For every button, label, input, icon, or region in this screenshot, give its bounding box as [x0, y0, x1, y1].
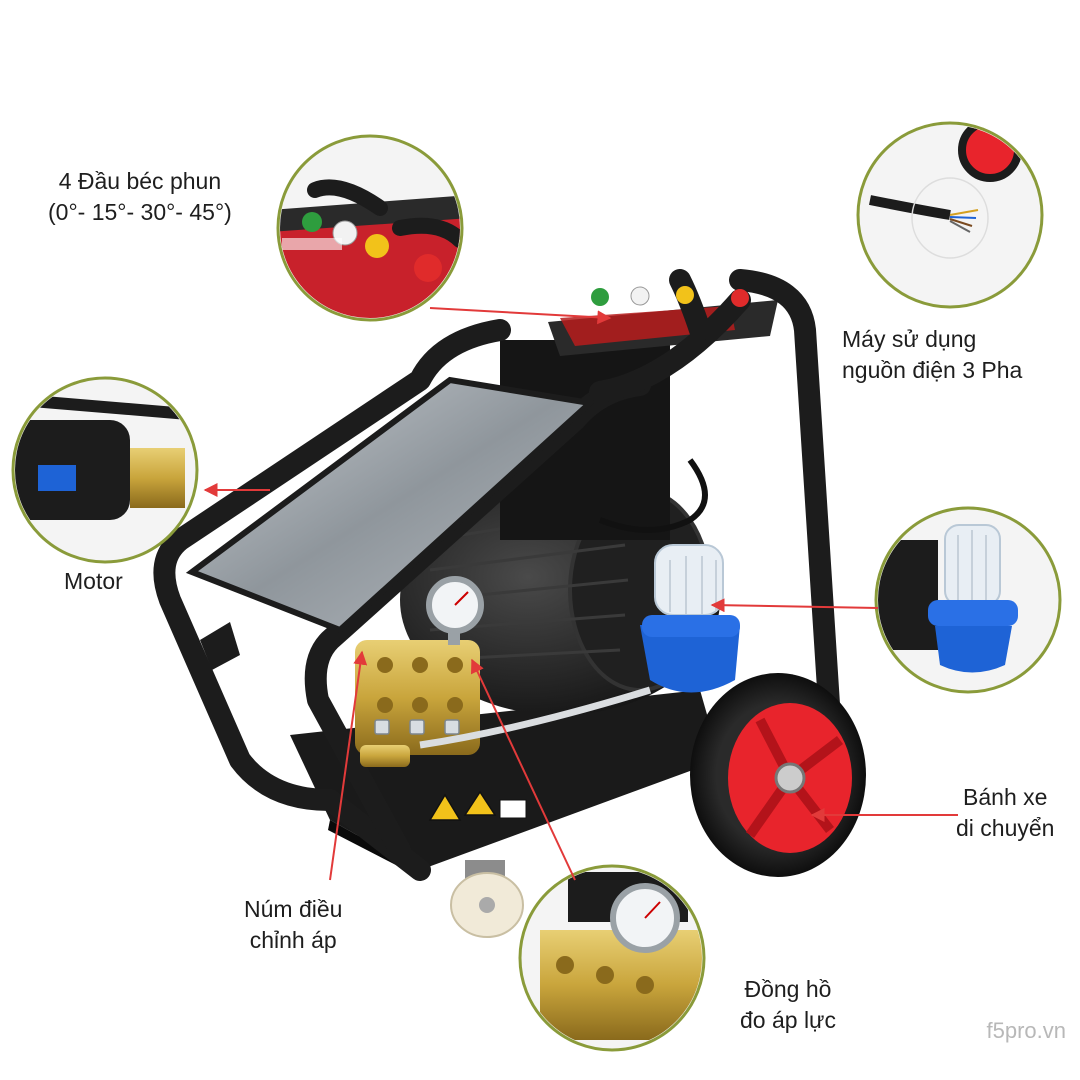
label-power: Máy sử dụng nguồn điện 3 Pha	[842, 324, 1022, 386]
label-pressure-knob-line2: chỉnh áp	[249, 927, 337, 953]
label-nozzles-line1: 4 Đầu béc phun	[58, 168, 222, 194]
label-wheel-line2: di chuyển	[956, 815, 1055, 841]
nozzle-tips	[591, 286, 749, 307]
callout-motor	[11, 376, 199, 564]
gauge-small	[426, 576, 484, 645]
callout-arrows	[203, 307, 958, 881]
label-gauge-line2: đo áp lực	[740, 1007, 836, 1033]
wheel	[690, 673, 866, 877]
warning-stickers	[428, 790, 527, 821]
water-filter	[640, 544, 740, 693]
label-wheel-line1: Bánh xe	[963, 784, 1048, 810]
label-gauge: Đồng hồ đo áp lực	[740, 974, 836, 1036]
caster-wheel	[450, 860, 524, 938]
pump-brass	[355, 640, 480, 767]
label-wheel: Bánh xe di chuyển	[956, 782, 1054, 844]
label-nozzles: 4 Đầu béc phun (0°- 15°- 30°- 45°)	[48, 166, 232, 228]
label-power-line2: nguồn điện 3 Pha	[842, 357, 1023, 383]
callout-filter	[874, 506, 1062, 694]
label-gauge-line1: Đồng hồ	[744, 976, 832, 1002]
label-nozzles-line2: (0°- 15°- 30°- 45°)	[48, 199, 232, 225]
callout-power	[856, 121, 1044, 309]
watermark: f5pro.vn	[986, 1018, 1067, 1043]
label-motor-line1: Motor	[64, 568, 123, 594]
label-pressure-knob: Núm điều chỉnh áp	[244, 894, 342, 956]
label-pressure-knob-line1: Núm điều	[244, 896, 343, 922]
callout-nozzles	[276, 134, 464, 322]
label-motor: Motor	[64, 566, 123, 597]
washer-body	[153, 269, 866, 938]
callout-gauge	[518, 864, 706, 1052]
label-power-line1: Máy sử dụng	[842, 326, 977, 352]
